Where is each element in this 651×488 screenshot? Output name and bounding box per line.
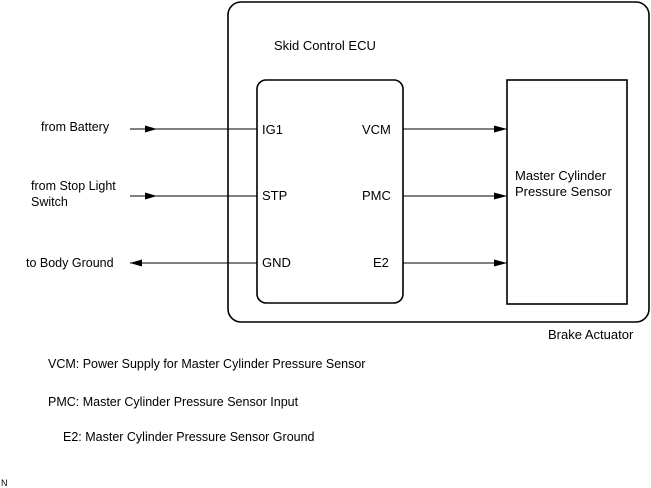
to-body-ground-label: to Body Ground (26, 256, 114, 270)
from-stop-light-label-line2: Switch (31, 195, 68, 209)
legend-pmc: PMC: Master Cylinder Pressure Sensor Inp… (48, 395, 299, 409)
brake-actuator-label: Brake Actuator (548, 327, 634, 342)
arrow-vcm-sensor (494, 125, 507, 133)
arrow-battery-ig1 (145, 125, 157, 133)
pin-e2: E2 (373, 255, 389, 270)
ecu-title: Skid Control ECU (274, 38, 376, 53)
pin-pmc: PMC (362, 188, 391, 203)
sensor-label-line1: Master Cylinder (515, 168, 607, 183)
sensor-box (506, 79, 628, 305)
arrow-pmc-sensor (494, 192, 507, 200)
legend-e2: E2: Master Cylinder Pressure Sensor Grou… (63, 430, 315, 444)
from-battery-label: from Battery (41, 120, 110, 134)
pin-stp: STP (262, 188, 287, 203)
corner-mark: N (1, 478, 8, 488)
pin-ig1: IG1 (262, 122, 283, 137)
legend-vcm: VCM: Power Supply for Master Cylinder Pr… (48, 357, 365, 371)
sensor-label-line2: Pressure Sensor (515, 184, 612, 199)
pin-gnd: GND (262, 255, 291, 270)
arrow-stop-light-stp (145, 192, 157, 200)
pin-vcm: VCM (362, 122, 391, 137)
from-stop-light-label-line1: from Stop Light (31, 179, 116, 193)
arrow-e2-sensor (494, 259, 507, 267)
ecu-box (256, 79, 404, 304)
arrow-gnd-body-ground (130, 259, 142, 267)
brake-actuator-box (227, 1, 650, 323)
